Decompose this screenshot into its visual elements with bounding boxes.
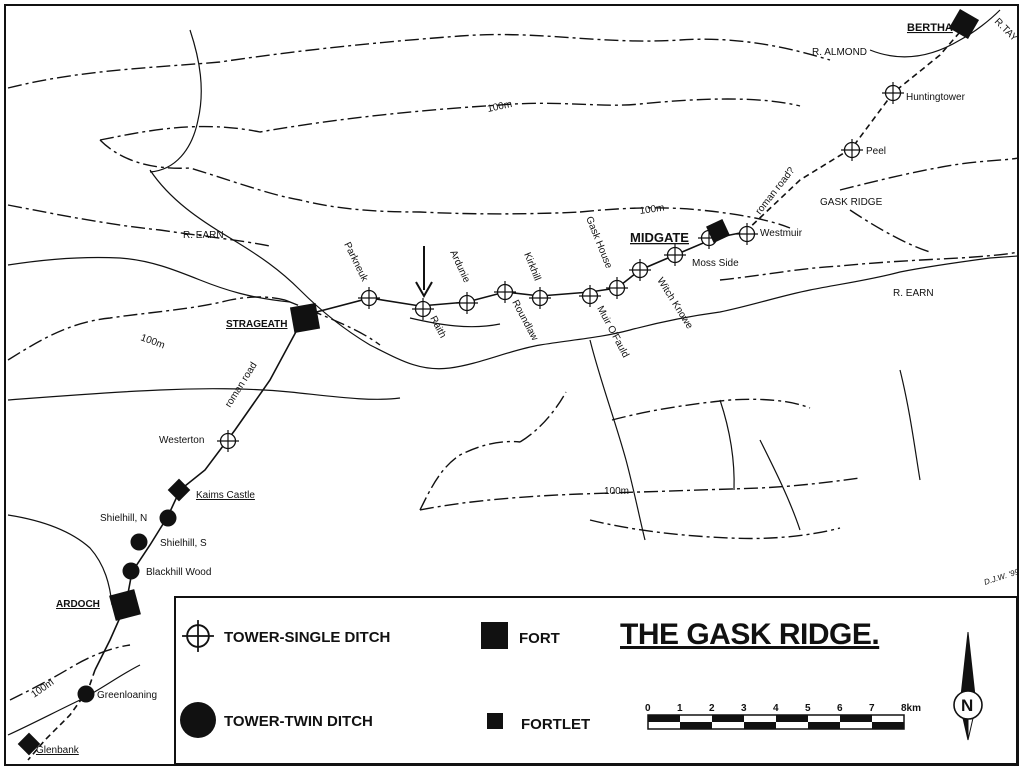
scale-segment: [808, 722, 840, 729]
label-tay: R.TAY: [992, 16, 1020, 44]
north-arrow: N: [953, 631, 983, 741]
label-midgate: MIDGATE: [630, 230, 689, 245]
tower-peel: [840, 138, 864, 162]
scale-segment: [744, 722, 776, 729]
tower-huntingtower: [881, 81, 905, 105]
tower-shielhill-s: [130, 533, 148, 551]
contour-lines: [7, 33, 1019, 701]
map-title: THE GASK RIDGE.: [620, 618, 879, 651]
label-bertha: BERTHA: [907, 22, 953, 34]
label-gask-house: Gask House: [583, 215, 614, 271]
forts: [109, 8, 980, 621]
scale-tick-label: 3: [741, 703, 747, 714]
scale-tick-label: 4: [773, 703, 779, 714]
tower-witch-knowe: [628, 258, 652, 282]
legend-fort-label: FORT: [519, 630, 560, 647]
label-kirkhill: Kirkhill: [521, 251, 542, 282]
tower-muir-o-fauld: [578, 284, 602, 308]
scale-tick-label: 0: [645, 703, 651, 714]
label-contour-100m-e: 100m: [29, 677, 56, 700]
tower-kirkhill: [528, 286, 552, 310]
label-raith: Raith: [427, 314, 448, 340]
tower-moss-side: [663, 243, 687, 267]
fort-strageath: [289, 302, 321, 334]
label-blackhill-wood: Blackhill Wood: [146, 567, 211, 578]
label-contour-100m-a: 100m: [486, 99, 513, 115]
legend-fortlet-label: FORTLET: [521, 716, 590, 733]
label-shielhill-s: Shielhill, S: [160, 538, 207, 549]
label-contour-100m-d: 100m: [604, 486, 629, 497]
label-huntingtower: Huntingtower: [906, 92, 966, 103]
label-parkneuk: Parkneuk: [341, 240, 370, 284]
label-muir-o-fauld: Muir O'Fauld: [594, 304, 630, 359]
tower-shielhill-n: [159, 509, 177, 527]
scale-tick-label: 2: [709, 703, 715, 714]
scale-tick-label: 5: [805, 703, 811, 714]
fortlet-kaims-castle: [167, 478, 191, 502]
tower-blackhill-wood: [122, 562, 140, 580]
towers-twin-ditch: [77, 509, 177, 703]
tower-parkneuk: [357, 286, 381, 310]
scale-segment: [648, 715, 680, 722]
scale-segment: [840, 715, 872, 722]
label-strageath: STRAGEATH: [226, 319, 287, 330]
fort-ardoch: [109, 589, 141, 621]
tower-greenloaning: [77, 685, 95, 703]
label-kaims-castle: Kaims Castle: [196, 490, 255, 501]
tower-gask-house: [605, 276, 629, 300]
label-shielhill-n: Shielhill, N: [100, 513, 147, 524]
legend-tower-twin-label: TOWER-TWIN DITCH: [224, 713, 373, 730]
label-westerton: Westerton: [159, 435, 204, 446]
scale-segment: [776, 715, 808, 722]
fortlet-midgate: [706, 219, 730, 243]
arrow-marker: [415, 246, 433, 299]
legend-tower-twin-icon: [180, 702, 216, 738]
scale-tick-label: 7: [869, 703, 875, 714]
label-ardunie: Ardunie: [447, 249, 472, 285]
label-almond: R. ALMOND: [812, 47, 867, 58]
scale-tick-label: 8km: [901, 703, 921, 714]
fort-bertha: [948, 8, 980, 40]
label-gask-ridge: GASK RIDGE: [820, 197, 883, 208]
label-glenbank: Glenbank: [36, 745, 80, 756]
label-ardoch: ARDOCH: [56, 599, 100, 610]
tower-ardunie: [455, 291, 479, 315]
roman-road-south: [125, 314, 306, 605]
scale-tick-label: 1: [677, 703, 683, 714]
label-contour-100m-c: 100m: [139, 332, 166, 351]
label-greenloaning: Greenloaning: [97, 690, 157, 701]
label-moss-side: Moss Side: [692, 258, 739, 269]
north-label: N: [961, 696, 973, 715]
label-roundlaw: Roundlaw: [509, 298, 540, 343]
label-peel: Peel: [866, 146, 886, 157]
roman-road-glenbank: [27, 669, 96, 761]
author-mark: D.J.W. '99: [983, 567, 1021, 587]
tower-roundlaw: [493, 280, 517, 304]
label-roman-road-q: roman road?: [754, 165, 798, 217]
scale-segment: [680, 722, 712, 729]
legend-tower-single-label: TOWER-SINGLE DITCH: [224, 629, 390, 646]
legend-panel: TOWER-SINGLE DITCH TOWER-TWIN DITCH FORT…: [174, 596, 1018, 765]
scale-segment: [712, 715, 744, 722]
legend-fort-icon: [481, 622, 508, 649]
label-earn-east: R. EARN: [893, 288, 934, 299]
label-contour-100m-b: 100m: [639, 203, 665, 217]
scale-tick-label: 6: [837, 703, 843, 714]
towers-single-ditch: [216, 81, 905, 453]
legend-fortlet-icon: [487, 713, 503, 729]
scale-segment: [872, 722, 904, 729]
tower-westmuir: [735, 222, 759, 246]
label-westmuir: Westmuir: [760, 228, 803, 239]
scale-bar: 0 1 2 3 4 5 6 7 8km: [645, 703, 921, 730]
label-earn-west: R. EARN: [183, 230, 224, 241]
roman-road-north-east: [744, 24, 967, 233]
